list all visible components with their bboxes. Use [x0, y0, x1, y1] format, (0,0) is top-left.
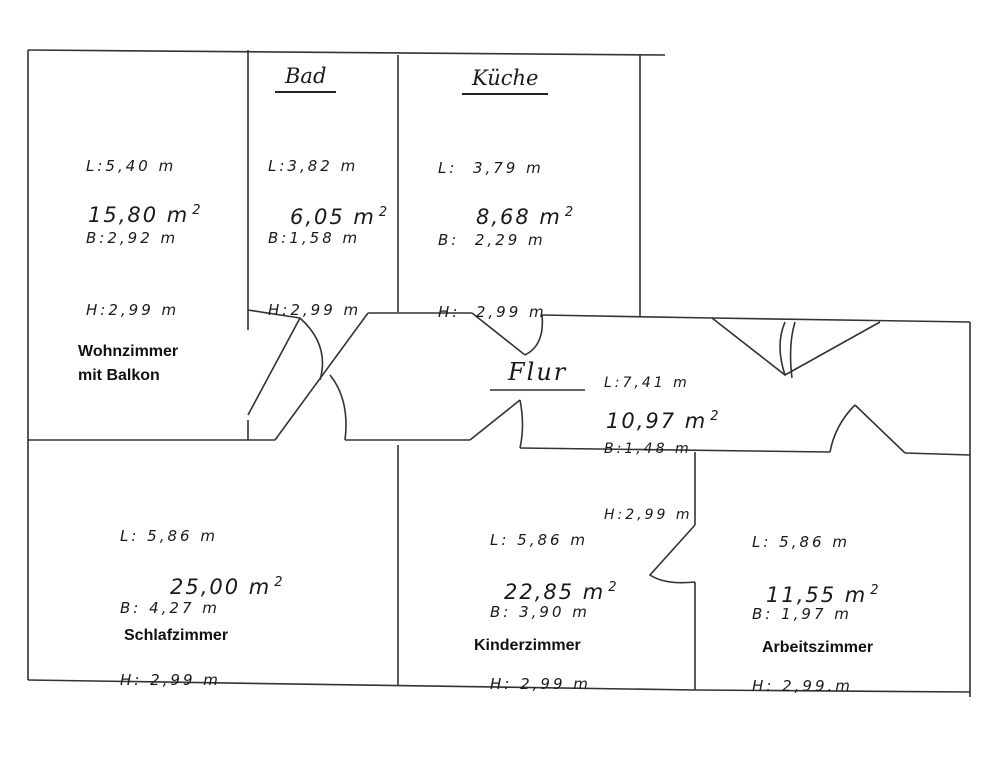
arbeitszimmer-area-value: 11,55 m: [766, 583, 868, 607]
wohnzimmer-dimensions: L:5,40 m B:2,92 m H:2,99 m: [86, 106, 179, 346]
wohnzimmer-width: B:2,92 m: [86, 229, 179, 247]
kinderzimmer-area-value: 22,85 m: [504, 580, 606, 604]
flur-title: Flur: [508, 358, 568, 386]
wohnzimmer-height: H:2,99 m: [86, 301, 180, 319]
area-sup: 2: [710, 409, 721, 424]
arbeitszimmer-width: B: 1,97 m: [752, 605, 852, 623]
door-flur-right: [711, 317, 881, 379]
bad-length: L:3,82 m: [268, 157, 359, 175]
kinderzimmer-label: Kinderzimmer: [474, 637, 581, 654]
wohnzimmer-label-line1: Wohnzimmer: [78, 343, 179, 360]
kinderzimmer-width: B: 3,90 m: [490, 603, 590, 621]
area-sup: 2: [870, 583, 881, 598]
arbeitszimmer-label: Arbeitszimmer: [762, 639, 874, 656]
kueche-title: Küche: [462, 64, 549, 95]
door-kueche: [471, 312, 544, 356]
wall-bad-bottom: [247, 309, 301, 319]
flur-dimensions: L:7,41 m B:1,48 m H:2,99 m: [604, 328, 693, 548]
wall-flur-bottom: [345, 439, 971, 456]
flur-area-value: 10,97 m: [606, 409, 708, 433]
bad-title: Bad: [275, 62, 337, 93]
door-arbeit: [829, 404, 906, 454]
kueche-height: H: 2,99 m: [438, 303, 547, 321]
door-kinder-arbeit: [648, 524, 696, 584]
arbeitszimmer-height: H: 2,99.m: [752, 677, 853, 695]
flur-height: H:2,99 m: [604, 507, 693, 523]
flur-length: L:7,41 m: [604, 375, 690, 391]
wall-top-right: [711, 317, 971, 323]
schlafzimmer-label: Schlafzimmer: [124, 627, 229, 644]
area-sup: 2: [608, 580, 619, 595]
schlafzimmer-height: H: 2,99 m: [120, 671, 221, 689]
schlafzimmer-dimensions: L: 5,86 m B: 4,27 m H: 2,99 m: [120, 476, 221, 716]
arbeitszimmer-dimensions: L: 5,86 m B: 1,97 m H: 2,99.m: [752, 482, 853, 722]
flur-width: B:1,48 m: [604, 441, 692, 457]
kinderzimmer-dimensions: L: 5,86 m B: 3,90 m H: 2,99 m: [490, 480, 591, 720]
kueche-length: L: 3,79 m: [438, 159, 544, 177]
schlafzimmer-length: L: 5,86 m: [120, 527, 218, 545]
wohnzimmer-label: Wohnzimmer mit Balkon: [78, 340, 178, 388]
bad-height: H:2,99 m: [268, 301, 362, 319]
area-sup: 2: [192, 203, 203, 218]
door-bad: [247, 317, 324, 416]
arbeitszimmer-length: L: 5,86 m: [752, 533, 850, 551]
kueche-width: B: 2,29 m: [438, 231, 546, 249]
bad-width: B:1,58 m: [268, 229, 361, 247]
wohnzimmer-area-value: 15,80 m: [88, 203, 190, 227]
wohnzimmer-label-line2: mit Balkon: [78, 367, 160, 384]
wohnzimmer-length: L:5,40 m: [86, 157, 177, 175]
door-flur-kinder: [469, 399, 524, 449]
area-sup: 2: [274, 575, 285, 590]
kueche-dimensions: L: 3,79 m B: 2,29 m H: 2,99 m: [438, 108, 547, 348]
door-wohn: [274, 312, 369, 441]
area-sup: 2: [378, 205, 390, 220]
kueche-area-value: 8,68 m: [476, 205, 562, 229]
bad-area-value: 6,05 m: [290, 205, 376, 229]
bad-dimensions: L:3,82 m B:1,58 m H:2,99 m: [268, 106, 361, 346]
wall-flur-top: [368, 312, 713, 319]
schlafzimmer-width: B: 4,27 m: [120, 599, 220, 617]
wall-top: [27, 49, 666, 56]
area-sup: 2: [564, 205, 576, 220]
kinderzimmer-height: H: 2,99 m: [490, 675, 591, 693]
kinderzimmer-length: L: 5,86 m: [490, 531, 588, 549]
schlafzimmer-area-value: 25,00 m: [170, 575, 272, 599]
